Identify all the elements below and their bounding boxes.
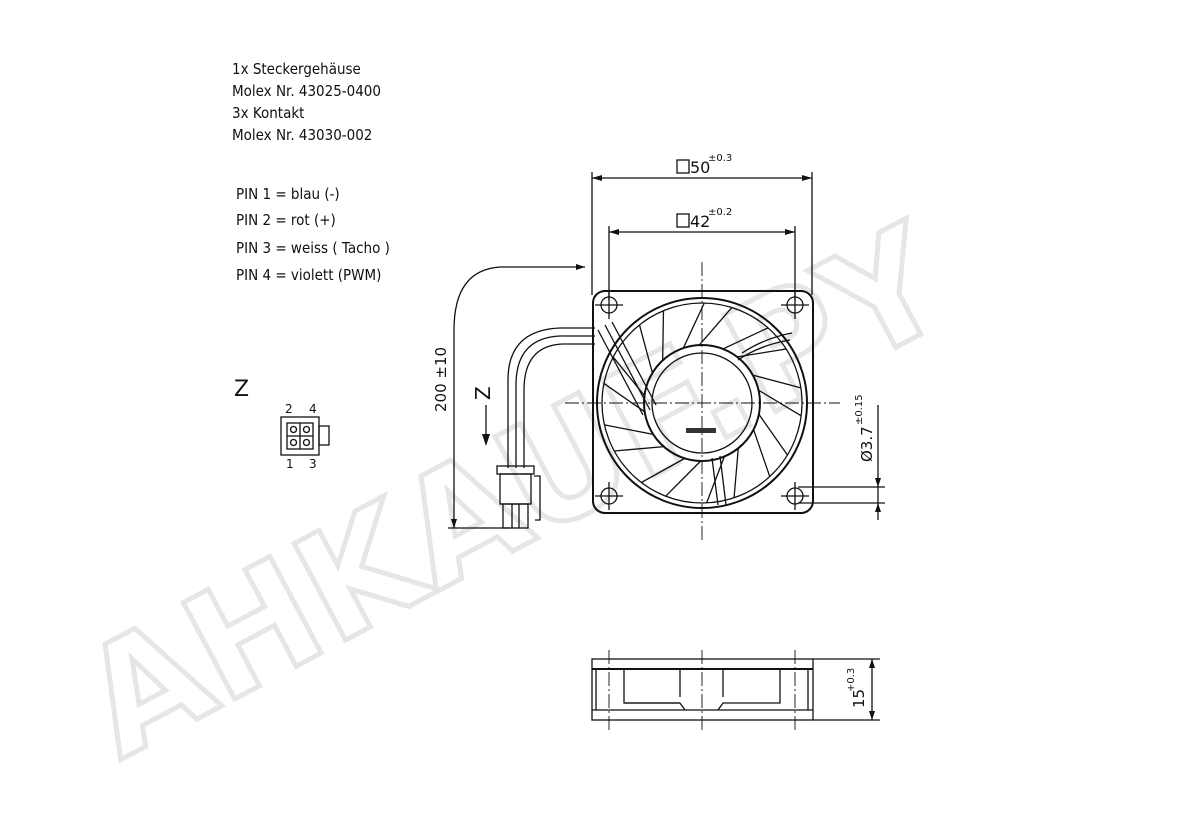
fan-blade [752,374,802,417]
cable-length-dimension: 200 ±10 Z [432,264,585,529]
fan-front-view: 50 ±0.3 42 ±0.2 Ø3.7 ±0.15 [565,153,885,540]
note-line: 1x Steckergehäuse [232,61,361,78]
connector-notes: 1x Steckergehäuse Molex Nr. 43025-0400 3… [232,61,381,144]
dimension-tolerance: ±0.2 [708,207,732,218]
pin-label: 4 [309,402,317,416]
cable-length-label: 200 ±10 [432,347,450,412]
pin-label: 3 [309,457,317,471]
pin-assignment: PIN 1 = blau (-) PIN 2 = rot (+) PIN 3 =… [236,186,390,284]
fan-blade [682,302,733,349]
pin-label: 2 [285,402,293,416]
dimension-tolerance: +0.3 [846,668,857,692]
fan-blade [641,457,702,497]
outer-dimension-label: 50 ±0.3 [676,153,732,177]
pin-line: PIN 3 = weiss ( Tacho ) [236,240,390,257]
dimension-tolerance: ±0.15 [854,394,865,425]
fan-blade [638,310,665,374]
pin-label: 1 [286,457,294,471]
view-arrow-label: Z [471,386,495,400]
pin-line: PIN 1 = blau (-) [236,186,340,203]
fan-blade [752,413,788,477]
hole-pitch-dimension-label: 42 ±0.2 [676,207,732,231]
fan-blade [604,424,664,452]
note-line: Molex Nr. 43030-002 [232,127,372,144]
dimension-value: 50 [690,158,710,177]
view-label: Z [234,377,249,402]
dimension-value: Ø3.7 [858,426,876,462]
thickness-label: 15 +0.3 [846,668,868,708]
cable-and-plug [496,327,595,529]
dimension-value: 15 [850,689,868,708]
fan-side-view: 15 +0.3 [591,650,880,730]
watermark: AHKAUF.PY [55,192,975,791]
note-line: Molex Nr. 43025-0400 [232,83,381,100]
hole-diameter-label: Ø3.7 ±0.15 [854,394,876,462]
note-line: 3x Kontakt [232,105,305,122]
pin-line: PIN 2 = rot (+) [236,212,336,229]
dimension-tolerance: ±0.3 [708,153,732,164]
connector-face-view: 2 4 1 3 [280,402,330,471]
dimension-value: 42 [690,212,710,231]
pin-line: PIN 4 = violett (PWM) [236,267,381,284]
